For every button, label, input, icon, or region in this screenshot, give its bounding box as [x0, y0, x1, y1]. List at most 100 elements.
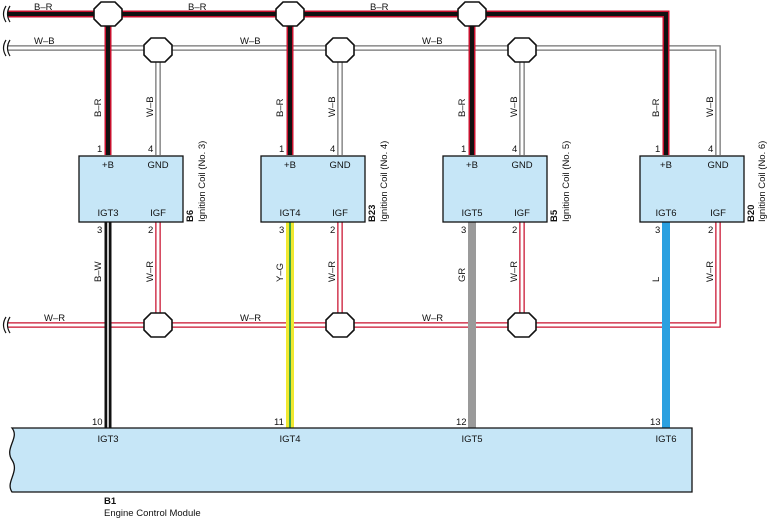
ecm-pin-number: 10 [92, 417, 103, 428]
coil-connector-code: B23 [367, 205, 378, 222]
coil-igt-wire-label: B–W [93, 261, 104, 282]
coil-gnd-pin: 4 [708, 144, 713, 155]
bus-label-b-r-1: B–R [34, 2, 53, 13]
coil-body [442, 155, 548, 223]
ecm-pin-label: IGT5 [461, 434, 482, 445]
coil-plus-pin: 1 [97, 144, 102, 155]
coil-plus-pin: 1 [461, 144, 466, 155]
b-r-drop-wires [104, 18, 476, 155]
coil-gnd-terminal-label: GND [329, 160, 350, 171]
coil-igf-wire-label: W–R [509, 261, 520, 282]
engine-control-module: 10 11 12 13 IGT3 IGT4 IGT5 IGT6 B1 Engin… [9, 417, 693, 519]
coil-gnd-pin: 4 [330, 144, 335, 155]
ecm-connector-code: B1 [104, 496, 117, 507]
coil-connector-code: B20 [746, 205, 757, 222]
bus-label-w-b-2: W–B [240, 36, 261, 47]
coil-name: Ignition Coil (No. 5) [561, 141, 572, 222]
w-b-drop-wires [155, 52, 525, 155]
coil-gnd-wire-label: W–B [145, 96, 156, 117]
wire-break-marks [2, 5, 11, 334]
coil-gnd-terminal-label: GND [511, 160, 532, 171]
coil-gnd-wire-label: W–B [327, 96, 338, 117]
coil-plus-pin: 1 [279, 144, 284, 155]
splice-w-b-1 [143, 37, 173, 63]
ignition-coil-b20: B–R W–B 1 4 +B GND IGT6 IGF B20 Ignition… [639, 96, 768, 282]
splice-w-b-2 [325, 37, 355, 63]
coil-plus-wire-label: B–R [457, 98, 468, 117]
coil-plus-terminal-label: +B [284, 160, 296, 171]
b-r-bus-wire [8, 10, 670, 155]
coil-plus-terminal-label: +B [102, 160, 114, 171]
ecm-name: Engine Control Module [104, 508, 201, 519]
ignition-coil-b6: B–R W–B 1 4 +B GND IGT3 IGF B6 Ignition … [78, 96, 208, 282]
coil-plus-wire-label: B–R [275, 98, 286, 117]
coil-igf-pin: 2 [708, 225, 713, 236]
coil-igt-terminal-label: IGT3 [97, 208, 118, 219]
w-r-rise-wires [155, 222, 525, 322]
coil-plus-terminal-label: +B [660, 160, 672, 171]
coil-igt-terminal-label: IGT5 [461, 208, 482, 219]
coil-name: Ignition Coil (No. 3) [197, 141, 208, 222]
coil-igf-terminal-label: IGF [332, 208, 348, 219]
coil-igt-wire-label: Y–G [275, 263, 286, 282]
coil-igf-wire-label: W–R [327, 261, 338, 282]
coil-igf-wire-label: W–R [145, 261, 156, 282]
coil-connector-code: B5 [549, 209, 560, 222]
coil-body [78, 155, 184, 223]
coil-body [639, 155, 745, 223]
coil-igf-terminal-label: IGF [514, 208, 530, 219]
coil-igt-terminal-label: IGT4 [279, 208, 300, 219]
bus-label-w-r-3: W–R [422, 313, 443, 324]
coil-gnd-pin: 4 [512, 144, 517, 155]
coil-plus-terminal-label: +B [466, 160, 478, 171]
splice-w-r-1 [143, 312, 173, 338]
coil-igt-wire-label: L [651, 277, 662, 282]
coil-connector-code: B6 [185, 210, 196, 222]
bus-label-w-b-1: W–B [34, 36, 55, 47]
coil-igf-pin: 2 [148, 225, 153, 236]
coil-plus-wire-label: B–R [93, 98, 104, 117]
ignition-coil-b23: B–R W–B 1 4 +B GND IGT4 IGF B23 Ignition… [260, 96, 390, 282]
splice-w-r-3 [507, 312, 537, 338]
coil-body [260, 155, 366, 223]
splice-w-b-3 [507, 37, 537, 63]
bus-label-w-r-2: W–R [240, 313, 261, 324]
splice-b-r-3 [457, 1, 487, 27]
coil-name: Ignition Coil (No. 4) [379, 141, 390, 222]
ecm-pin-label: IGT6 [655, 434, 676, 445]
bus-label-w-b-3: W–B [422, 36, 443, 47]
ecm-pin-label: IGT3 [97, 434, 118, 445]
coil-plus-pin: 1 [655, 144, 660, 155]
coil-igf-terminal-label: IGF [710, 208, 726, 219]
bus-label-b-r-2: B–R [188, 2, 207, 13]
coil-plus-wire-label: B–R [651, 98, 662, 117]
w-b-bus-wire [8, 45, 721, 155]
coil-igf-wire-label: W–R [705, 261, 716, 282]
splice-points [93, 1, 537, 338]
coil-igf-terminal-label: IGF [150, 208, 166, 219]
ecm-pin-number: 13 [650, 417, 661, 428]
coil-igf-pin: 2 [512, 225, 517, 236]
coil-igt-pin: 3 [655, 225, 660, 236]
coil-gnd-wire-label: W–B [705, 96, 716, 117]
wire-layer [8, 10, 721, 428]
coil-igf-pin: 2 [330, 225, 335, 236]
ecm-body [9, 427, 693, 493]
splice-w-r-2 [325, 312, 355, 338]
splice-b-r-2 [275, 1, 305, 27]
bus-label-b-r-3: B–R [370, 2, 389, 13]
coil-igt-pin: 3 [461, 225, 466, 236]
splice-b-r-1 [93, 1, 123, 27]
bus-label-w-r-1: W–R [44, 313, 65, 324]
bus-wire-labels: B–R B–R B–R W–B W–B W–B W–R W–R W–R [34, 2, 443, 324]
coil-gnd-wire-label: W–B [509, 96, 520, 117]
coil-igt-pin: 3 [97, 225, 102, 236]
ecm-pin-number: 11 [274, 417, 284, 428]
ecm-pin-number: 12 [456, 417, 467, 428]
coil-igt-pin: 3 [279, 225, 284, 236]
ecm-pin-label: IGT4 [279, 434, 300, 445]
coil-igt-terminal-label: IGT6 [655, 208, 676, 219]
coil-gnd-terminal-label: GND [147, 160, 168, 171]
w-r-bus-wire [8, 222, 721, 328]
coil-name: Ignition Coil (No. 6) [757, 141, 768, 222]
